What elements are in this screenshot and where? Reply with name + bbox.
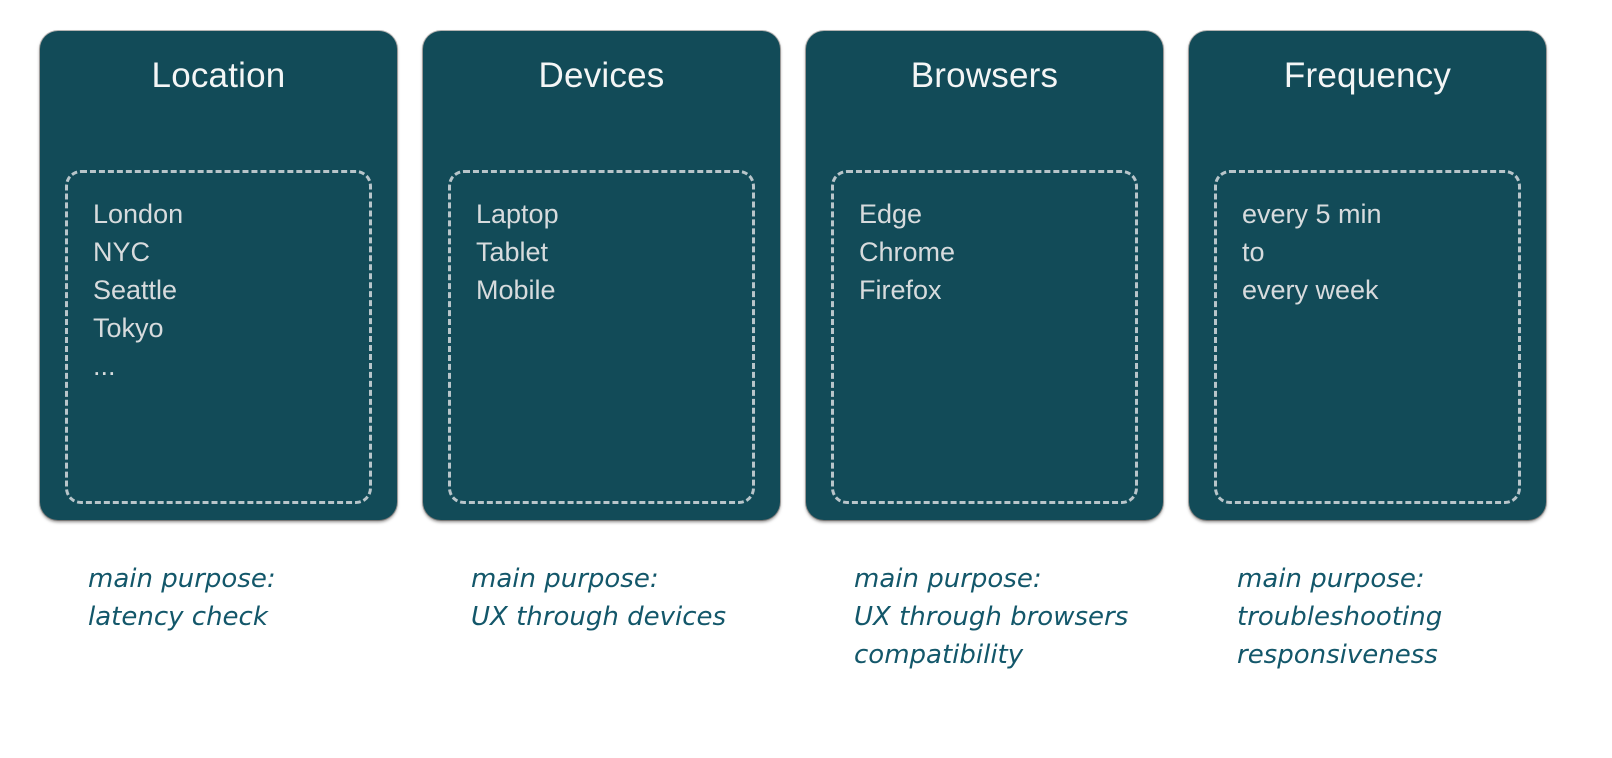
list-item: to xyxy=(1242,237,1265,267)
item-list: every 5 min to every week xyxy=(1242,195,1518,309)
caption-line: latency check xyxy=(88,602,268,632)
caption-line: main purpose: xyxy=(88,564,276,594)
list-item: Firefox xyxy=(859,275,942,305)
item-list: Edge Chrome Firefox xyxy=(859,195,1135,309)
card-caption: main purpose: UX through devices xyxy=(471,560,780,636)
caption-line: troubleshooting xyxy=(1237,602,1443,632)
list-item: Chrome xyxy=(859,237,956,267)
card-caption: main purpose: troubleshooting responsive… xyxy=(1237,560,1546,674)
dashed-content-box: Laptop Tablet Mobile xyxy=(448,170,755,504)
caption-line: compatibility xyxy=(854,640,1024,670)
list-item: Laptop xyxy=(476,199,559,229)
card-caption: main purpose: UX through browsers compat… xyxy=(854,560,1163,674)
caption-line: main purpose: xyxy=(471,564,659,594)
column-devices: Devices Laptop Tablet Mobile main purpos… xyxy=(423,31,780,674)
card-title: Browsers xyxy=(910,56,1059,95)
card-frequency[interactable]: Frequency every 5 min to every week xyxy=(1189,31,1546,520)
card-devices[interactable]: Devices Laptop Tablet Mobile xyxy=(423,31,780,520)
card-title: Devices xyxy=(538,56,665,95)
list-item: Tokyo xyxy=(93,313,164,343)
dashed-content-box: London NYC Seattle Tokyo ... xyxy=(65,170,372,504)
card-location[interactable]: Location London NYC Seattle Tokyo ... xyxy=(40,31,397,520)
list-item: NYC xyxy=(93,237,151,267)
caption-line: responsiveness xyxy=(1237,640,1438,670)
list-item: Mobile xyxy=(476,275,556,305)
card-title: Location xyxy=(151,56,286,95)
list-item: every week xyxy=(1242,275,1379,305)
item-list: London NYC Seattle Tokyo ... xyxy=(93,195,369,385)
list-item: Tablet xyxy=(476,237,549,267)
list-item: every 5 min xyxy=(1242,199,1382,229)
card-title: Frequency xyxy=(1283,56,1452,95)
column-location: Location London NYC Seattle Tokyo ... ma… xyxy=(40,31,397,674)
caption-line: main purpose: xyxy=(854,564,1042,594)
item-list: Laptop Tablet Mobile xyxy=(476,195,752,309)
list-item-ellipsis: ... xyxy=(93,351,116,381)
column-frequency: Frequency every 5 min to every week main… xyxy=(1189,31,1546,674)
column-browsers: Browsers Edge Chrome Firefox main purpos… xyxy=(806,31,1163,674)
dashed-content-box: every 5 min to every week xyxy=(1214,170,1521,504)
card-caption: main purpose: latency check xyxy=(88,560,397,636)
cards-row: Location London NYC Seattle Tokyo ... ma… xyxy=(40,31,1546,674)
list-item: Edge xyxy=(859,199,923,229)
card-browsers[interactable]: Browsers Edge Chrome Firefox xyxy=(806,31,1163,520)
dashed-content-box: Edge Chrome Firefox xyxy=(831,170,1138,504)
caption-line: UX through devices xyxy=(471,602,727,632)
list-item: London xyxy=(93,199,184,229)
list-item: Seattle xyxy=(93,275,178,305)
caption-line: main purpose: xyxy=(1237,564,1425,594)
caption-line: UX through browsers xyxy=(854,602,1129,632)
